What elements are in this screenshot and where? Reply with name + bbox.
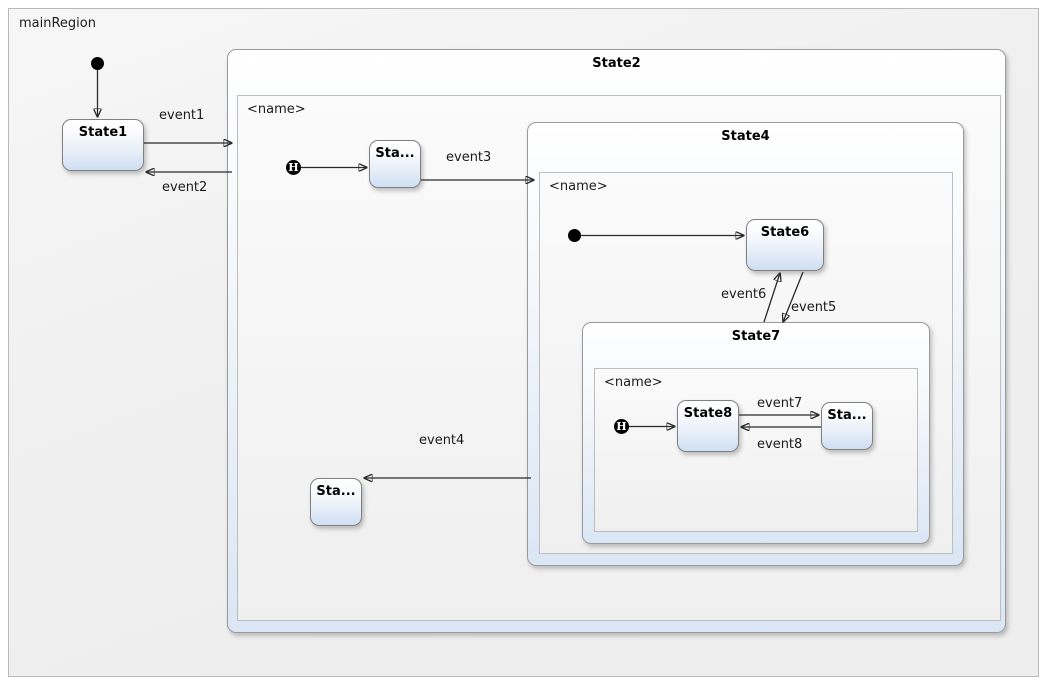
transition-label-event4: event4 <box>419 433 465 448</box>
history-pseudostate-icon[interactable]: H <box>614 419 629 434</box>
state7-region-label: <name> <box>604 375 663 390</box>
state8-label: State8 <box>683 406 733 421</box>
state1-label: State1 <box>78 125 128 140</box>
transition-label-event7: event7 <box>757 396 803 411</box>
transition-label-event3: event3 <box>446 150 492 165</box>
state6-label: State6 <box>760 225 810 240</box>
state-state8[interactable]: State8 <box>677 400 739 452</box>
state7-title: State7 <box>731 329 781 344</box>
transition-label-event1: event1 <box>159 108 205 123</box>
state2-title: State2 <box>592 56 641 71</box>
initial-pseudostate-icon[interactable] <box>91 57 104 70</box>
state9-label: Sta... <box>827 408 867 423</box>
state7-region[interactable]: <name> <box>594 368 918 532</box>
state-state3[interactable]: Sta... <box>369 140 421 188</box>
state-state5[interactable]: Sta... <box>310 478 362 526</box>
state-state1[interactable]: State1 <box>62 119 144 171</box>
transition-label-event8: event8 <box>757 437 803 452</box>
transition-label-event6: event6 <box>721 287 767 302</box>
state4-region-label: <name> <box>549 179 608 194</box>
main-region-label: mainRegion <box>19 16 96 31</box>
initial-pseudostate-icon[interactable] <box>568 229 581 242</box>
state-state6[interactable]: State6 <box>746 219 824 271</box>
state-state9[interactable]: Sta... <box>821 402 873 450</box>
transition-label-event2: event2 <box>162 180 208 195</box>
state2-region-label: <name> <box>247 102 306 117</box>
state3-label: Sta... <box>375 146 415 161</box>
state5-label: Sta... <box>316 484 356 499</box>
transition-label-event5: event5 <box>791 300 837 315</box>
state4-title: State4 <box>721 129 770 144</box>
history-pseudostate-icon[interactable]: H <box>286 160 301 175</box>
